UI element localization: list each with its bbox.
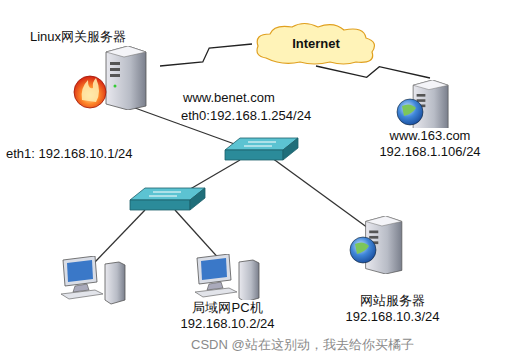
wan-link	[160, 44, 252, 66]
cloud-label: Internet	[292, 36, 340, 52]
internet-cloud: Internet	[252, 22, 380, 66]
device-name: Linux网关服务器	[30, 29, 126, 45]
device-name: 局域网PC机	[192, 300, 262, 316]
ip-address: 192.168.1.106/24	[379, 144, 480, 160]
web-server: 网站服务器192.168.10.3/24	[335, 212, 450, 329]
interface-label: eth1: 192.168.10.1/24	[5, 146, 134, 162]
wan-link	[316, 66, 430, 78]
ip-address: 192.168.10.3/24	[346, 309, 440, 325]
device-name: www.163.com	[390, 128, 471, 144]
domain-label: www.benet.com	[182, 90, 276, 106]
ip-address: 192.168.10.2/24	[181, 316, 275, 332]
interface-label: eth0:192.168.1.254/24	[180, 108, 312, 124]
remote-web-server: www.163.com192.168.1.106/24	[375, 78, 484, 164]
cloud-shape	[257, 24, 374, 65]
watermark: CSDN @站在这别动，我去给你买橘子	[190, 337, 415, 353]
gateway-server: Linux网关服务器	[20, 26, 160, 111]
lan-pc: 局域网PC机192.168.10.2/24	[165, 252, 290, 334]
device-name: 网站服务器	[360, 293, 425, 309]
